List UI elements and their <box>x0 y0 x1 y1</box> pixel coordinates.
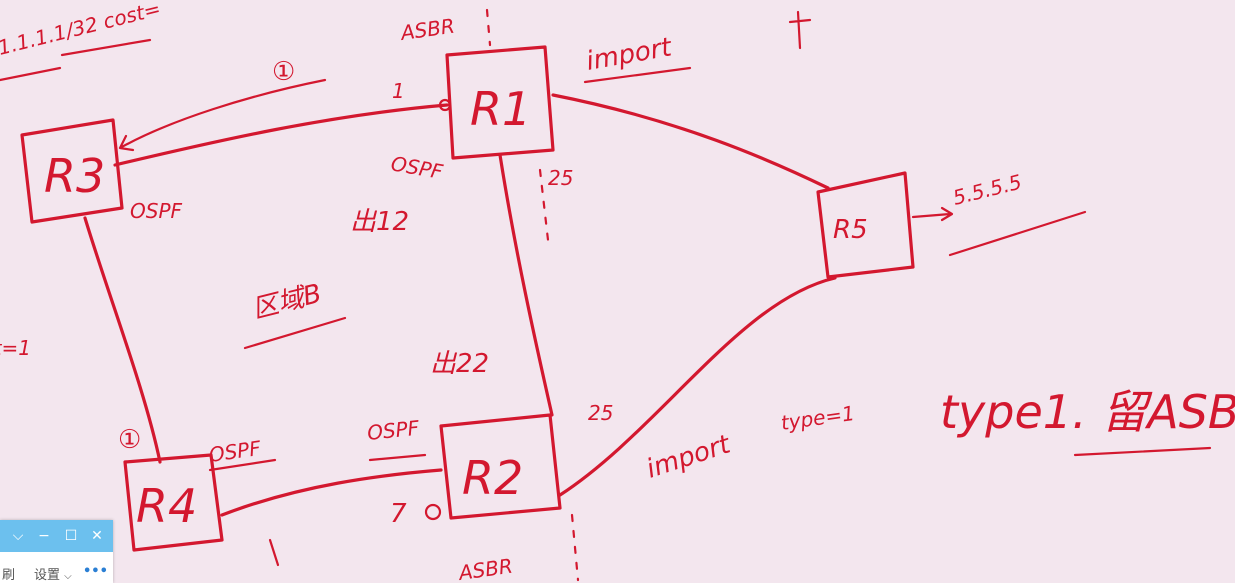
port-marker-r1 <box>438 98 452 112</box>
underline-network <box>948 210 1087 257</box>
link-r2-r5 <box>558 276 837 497</box>
label-ospf-r3: OSPF <box>130 199 182 223</box>
label-import-bottom: import <box>643 429 735 484</box>
settings-label: 设置 <box>34 568 61 583</box>
router-r2: R2 <box>439 413 562 520</box>
dash-boundary-bottom <box>570 513 580 582</box>
chevron-down-icon[interactable]: ⌵ <box>12 528 24 544</box>
router-r1-label: R1 <box>470 82 531 136</box>
underline-ospf-r4 <box>208 458 277 472</box>
label-type-eq-1: type=1 <box>779 401 856 435</box>
label-cost-25-bottom: 25 <box>588 401 613 425</box>
link-r3-r4 <box>83 216 162 464</box>
label-port-1: 1 <box>392 79 405 103</box>
mini-window-left-text: 刷 <box>2 568 16 583</box>
mini-window: ⌵ − ☐ ✕ 刷 设置 ⌵ ••• <box>0 520 113 583</box>
underline-type1 <box>1073 446 1212 457</box>
label-ospf-r2: OSPF <box>366 416 421 445</box>
label-asbr-bottom: ASBR <box>455 554 514 583</box>
router-r3: R3 <box>20 118 124 224</box>
port-marker-r2 <box>424 503 442 521</box>
label-type1-title: type1. 留ASBR <box>940 385 1235 439</box>
link-r3-r1 <box>113 103 449 167</box>
link-r1-r5 <box>551 93 830 190</box>
label-circle-one-top: ① <box>272 57 295 87</box>
maximize-icon[interactable]: ☐ <box>64 528 78 544</box>
label-circle-one-r4: ① <box>118 425 141 455</box>
stray-mark-tick <box>268 538 280 567</box>
router-r3-label: R3 <box>44 149 105 203</box>
mini-window-toolbar: 刷 设置 ⌵ ••• <box>0 560 113 583</box>
label-area: 区域B <box>249 279 324 325</box>
underline-area <box>243 316 347 350</box>
more-button[interactable]: ••• <box>83 564 108 579</box>
underline-top-left <box>0 38 152 82</box>
label-asbr-top: ASBR <box>397 14 456 46</box>
link-r1-r2 <box>498 153 554 417</box>
label-import-top: import <box>584 32 675 77</box>
settings-button[interactable]: 设置 ⌵ <box>34 564 72 583</box>
underline-import-top <box>583 66 692 84</box>
link-r4-r2 <box>220 468 443 517</box>
arrow-r1-to-r3 <box>118 78 327 152</box>
router-r5: R5 <box>816 171 915 279</box>
close-icon[interactable]: ✕ <box>91 528 103 544</box>
label-left-note: cost=1 <box>0 336 31 360</box>
dash-boundary-mid <box>538 168 550 242</box>
router-r1: R1 <box>445 45 555 160</box>
minimize-icon[interactable]: − <box>38 528 50 544</box>
arrow-r5-out <box>911 206 954 222</box>
label-out-12: 出12 <box>350 207 409 237</box>
router-r4: R4 <box>123 453 224 552</box>
mini-window-titlebar: ⌵ − ☐ ✕ <box>0 520 113 552</box>
underline-ospf-r2 <box>368 453 427 462</box>
dash-boundary-top <box>485 8 492 47</box>
stray-mark-plus <box>788 10 812 50</box>
label-port-7: 7 <box>390 499 407 529</box>
label-out-22: 出22 <box>430 349 489 379</box>
chevron-down-icon: ⌵ <box>64 571 72 582</box>
router-r2-label: R2 <box>462 451 523 505</box>
label-cost-25-top: 25 <box>548 166 573 190</box>
router-r4-label: R4 <box>136 479 197 533</box>
label-ospf-r1: OSPF <box>389 151 445 184</box>
label-network-r5: 5.5.5.5 <box>950 170 1024 210</box>
router-r5-label: R5 <box>833 215 868 245</box>
